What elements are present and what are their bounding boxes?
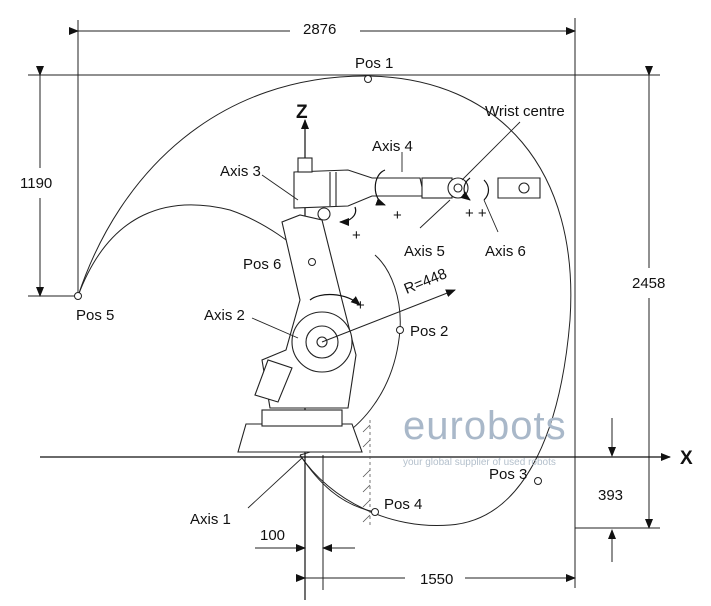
axis-2-label: Axis 2 (204, 307, 245, 324)
pos-6-label: Pos 6 (243, 256, 282, 273)
watermark-brand: eurobots (403, 404, 567, 448)
dimension-lines (28, 18, 660, 590)
axis-5-6-plus-signs: + + (465, 205, 487, 222)
pos-2-label: Pos 2 (410, 323, 449, 340)
radius-line (321, 289, 456, 343)
pos-4-marker (371, 508, 379, 516)
robot-counterweight (254, 359, 293, 403)
axis-3-plus-sign: + (352, 227, 361, 244)
dimension-bottom-right-height: 393 (598, 487, 624, 504)
dimension-left-height: 1190 (20, 175, 53, 192)
position-markers (74, 75, 542, 516)
pos-1-marker (364, 75, 372, 83)
robot-upper-arm (293, 169, 425, 209)
dimension-bottom-width: 1550 (420, 571, 454, 588)
pos-3-marker (534, 477, 542, 485)
pos-4-label: Pos 4 (384, 496, 423, 513)
pos-1-label: Pos 1 (355, 55, 394, 72)
leader-lines (247, 121, 521, 509)
rotation-indicators (309, 169, 490, 306)
axis-2-plus-sign: + (356, 297, 365, 314)
z-axis-label: Z (296, 102, 308, 123)
dimension-top-width: 2876 (303, 21, 337, 38)
axis-4-label: Axis 4 (372, 138, 413, 155)
dimension-base-offset: 100 (260, 527, 286, 544)
axis-6-label: Axis 6 (485, 243, 526, 260)
x-axis-label: X (680, 448, 693, 469)
axis-3-joint (317, 207, 331, 221)
wrist-centre-label: Wrist centre (485, 103, 565, 120)
pos-6-marker (308, 258, 316, 266)
watermark-tagline: your global supplier of used robots (403, 457, 556, 468)
pos-5-label: Pos 5 (76, 307, 115, 324)
axis-1-label: Axis 1 (190, 511, 231, 528)
robot-base (237, 423, 363, 453)
axis-3-label: Axis 3 (220, 163, 261, 180)
pos-2-marker (396, 326, 404, 334)
axis-5-label: Axis 5 (404, 243, 445, 260)
dimension-right-height: 2458 (632, 275, 666, 292)
pos-5-marker (74, 292, 82, 300)
floor-hatching (362, 420, 371, 528)
pos-3-label: Pos 3 (489, 466, 528, 483)
axis-4-plus-sign: + (393, 207, 402, 224)
